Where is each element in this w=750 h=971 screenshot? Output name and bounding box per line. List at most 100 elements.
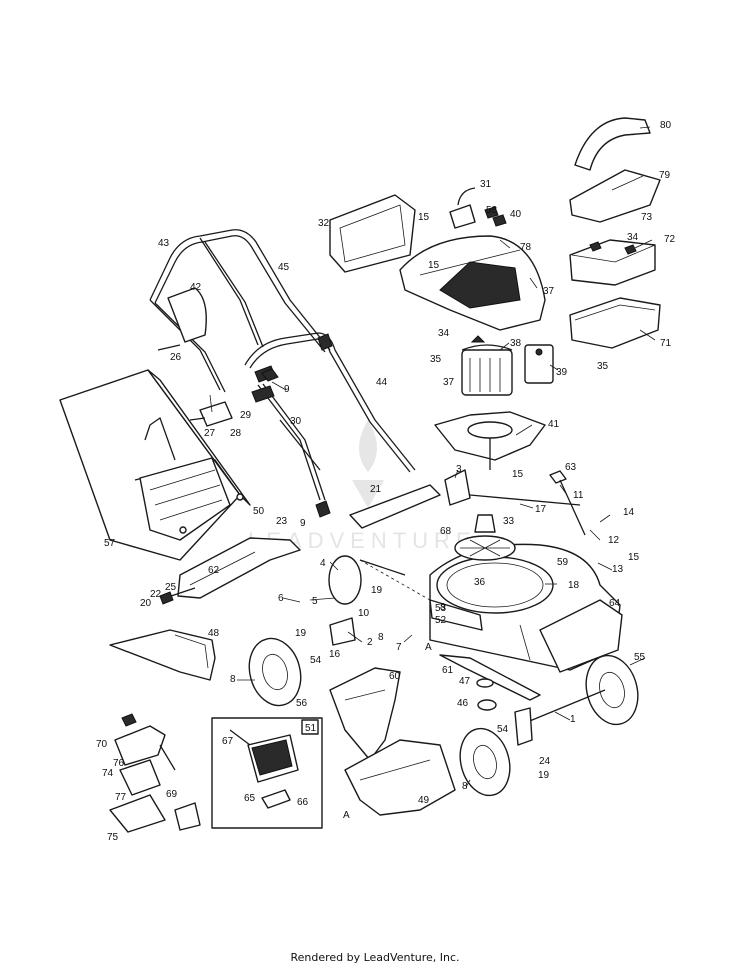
callout-27: 27 [204, 428, 216, 439]
callout-54a: 54 [310, 655, 322, 666]
callout-45: 45 [278, 262, 290, 273]
callout-25: 25 [165, 582, 177, 593]
callout-61: 61 [442, 665, 454, 676]
callout-62: 62 [208, 565, 220, 576]
wheel-8-front [459, 727, 511, 797]
callout-41: 41 [548, 419, 560, 430]
motor-mount-41 [434, 411, 546, 470]
callout-6: 6 [278, 593, 284, 604]
callout-72: 72 [664, 234, 676, 245]
callout-64: 64 [609, 598, 621, 609]
callout-71: 71 [660, 338, 672, 349]
carry-handle-80 [574, 117, 651, 171]
callout-57: 57 [104, 538, 116, 549]
callout-8a: 8 [230, 674, 236, 685]
bail-bracket-27-28 [189, 394, 233, 427]
knob-58 [484, 206, 499, 219]
callout-34a: 34 [438, 328, 450, 339]
callout-66: 66 [297, 797, 309, 808]
inset-label: 51 [305, 723, 317, 734]
blade-61 [439, 654, 541, 711]
bolt-26 [157, 344, 181, 351]
rear-flap-48 [109, 629, 216, 681]
callout-7: 7 [396, 642, 402, 653]
callout-80: 80 [660, 120, 672, 131]
callout-19c: 19 [538, 770, 550, 781]
callout-40: 40 [510, 209, 522, 220]
callout-73: 73 [641, 212, 653, 223]
battery-box-71 [569, 297, 661, 349]
watermark-logo [352, 420, 384, 508]
callout-5: 5 [312, 596, 318, 607]
callout-67: 67 [222, 736, 234, 747]
knob-40 [492, 214, 507, 227]
front-axle-1 [514, 689, 606, 746]
callout-15b: 15 [512, 469, 524, 480]
motor-38 [461, 335, 513, 396]
bracket-3 [444, 469, 471, 506]
callout-19a: 19 [295, 628, 307, 639]
rear-door-62 [177, 537, 301, 599]
callout-15c: 15 [628, 552, 640, 563]
callout-37a: 37 [443, 377, 455, 388]
callout-63: 63 [565, 462, 577, 473]
switch-box-39 [524, 344, 554, 384]
callout-75: 75 [107, 832, 119, 843]
callout-48: 48 [208, 628, 220, 639]
callout-a2: A [343, 810, 350, 821]
callout-4: 4 [320, 558, 326, 569]
spring-rod-25 [159, 587, 196, 605]
callout-42: 42 [190, 282, 202, 293]
callout-1: 1 [570, 714, 576, 725]
callout-22: 22 [150, 589, 162, 600]
callout-58: 58 [486, 205, 498, 216]
callout-2: 2 [367, 637, 373, 648]
bracket-2 [329, 617, 356, 646]
switch-assembly [109, 713, 201, 833]
callout-37b: 37 [543, 286, 555, 297]
callout-77: 77 [115, 792, 127, 803]
callout-8d: 8 [440, 602, 446, 613]
fan-68 [454, 514, 516, 561]
callout-49: 49 [418, 795, 430, 806]
lever-11 [559, 479, 586, 536]
callout-14: 14 [623, 507, 635, 518]
side-chute-21 [349, 484, 441, 529]
motor-cover-78 [399, 235, 546, 331]
callout-21: 21 [370, 484, 382, 495]
callout-9a: 9 [284, 384, 290, 395]
callout-52: 52 [435, 615, 447, 626]
callout-56: 56 [296, 698, 308, 709]
callout-34b: 34 [627, 232, 639, 243]
callout-50: 50 [253, 506, 265, 517]
callout-44: 44 [376, 377, 388, 388]
callout-70: 70 [96, 739, 108, 750]
callout-53: 53 [435, 603, 447, 614]
upper-handle [149, 229, 331, 393]
callout-35b: 35 [597, 361, 609, 372]
rod-17 [469, 494, 581, 506]
callout-13: 13 [612, 564, 624, 575]
callout-33: 33 [503, 516, 515, 527]
callout-leaders [237, 126, 656, 788]
callout-59: 59 [557, 557, 569, 568]
callout-24: 24 [539, 756, 551, 767]
grass-bag [59, 369, 251, 561]
inset-box-51: 51 [211, 717, 323, 829]
callout-26: 26 [170, 352, 182, 363]
callout-43: 43 [158, 238, 170, 249]
callout-76: 76 [113, 758, 125, 769]
callout-32: 32 [318, 218, 330, 229]
callout-23: 23 [276, 516, 288, 527]
callout-15a: 15 [418, 212, 430, 223]
callout-74: 74 [102, 768, 114, 779]
callout-78: 78 [520, 242, 532, 253]
callout-30: 30 [290, 416, 302, 427]
callout-labels: 1 2 3 4 5 6 7 8 8 8 8 9 9 10 11 12 13 14… [96, 120, 676, 843]
callout-35a: 35 [430, 354, 442, 365]
callout-65: 65 [244, 793, 256, 804]
callout-8c: 8 [462, 781, 468, 792]
callout-12: 12 [608, 535, 620, 546]
callout-69: 69 [166, 789, 178, 800]
